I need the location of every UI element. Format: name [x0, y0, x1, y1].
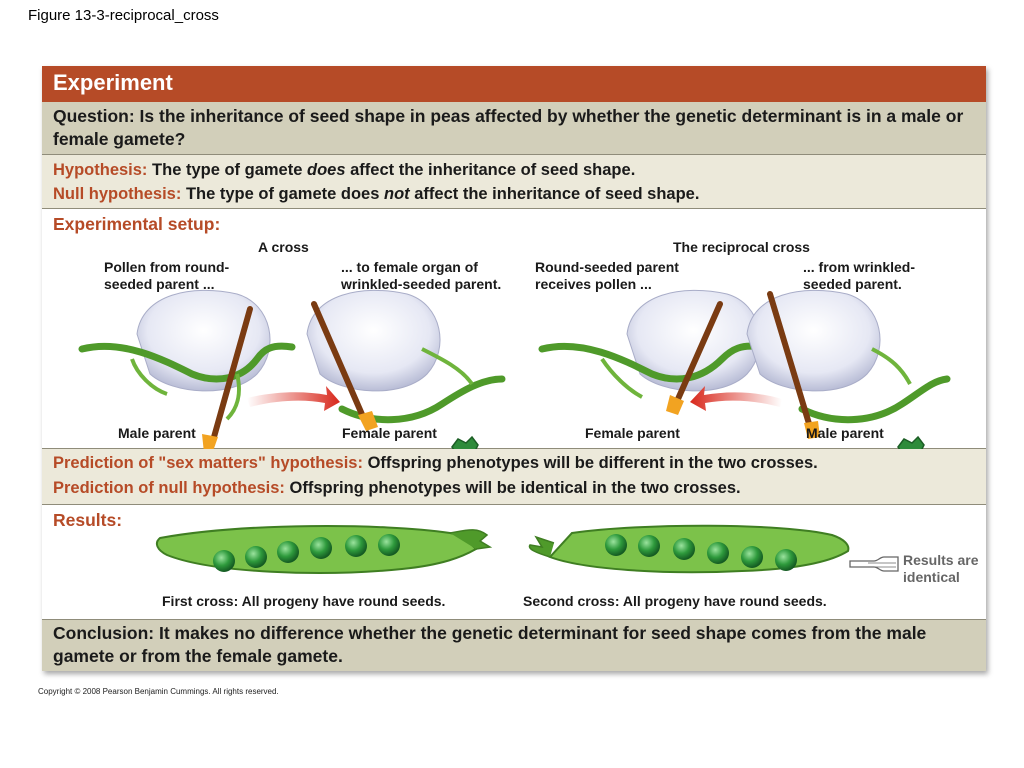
flower-3 [538, 289, 764, 399]
null-hypothesis-label: Null hypothesis: [53, 185, 182, 203]
copyright-notice: Copyright © 2008 Pearson Benjamin Cummin… [38, 687, 279, 696]
arrow-left-2 [690, 386, 782, 411]
cross-a-pollen-line1: Pollen from round- [104, 259, 230, 275]
cross-b-from-line1: ... from wrinkled- [803, 259, 916, 275]
figure-title: Figure 13-3-reciprocal_cross [28, 7, 219, 24]
hypothesis-emphasis: does [307, 161, 346, 179]
pod-1-seed [277, 541, 299, 563]
prediction-sex-text: Offspring phenotypes will be different i… [367, 454, 818, 472]
setup-illustration [78, 289, 951, 449]
results-illustration [155, 524, 899, 574]
question-label: Question: [53, 106, 135, 126]
prediction-null-label: Prediction of null hypothesis: [53, 479, 285, 497]
hypothesis-section: Hypothesis: The type of gamete does affe… [42, 155, 986, 209]
cross-a-pollen-label: Pollen from round- seeded parent ... [104, 259, 229, 293]
pointing-hand-icon [849, 556, 899, 572]
cross-a-female-line1: ... to female organ of [341, 259, 478, 275]
arrow-right-1 [247, 386, 340, 411]
cross-b-from-line2: seeded parent. [803, 276, 902, 292]
pea-pod-2 [528, 524, 850, 574]
cross-b-receive-label: Round-seeded parent receives pollen ... [535, 259, 679, 293]
setup-title: Experimental setup: [53, 214, 221, 234]
results-note-line2: identical [903, 569, 960, 585]
prediction-sex-label: Prediction of "sex matters" hypothesis: [53, 454, 363, 472]
pod-1-seed [378, 534, 400, 556]
cross-a-male-parent-label: Male parent [118, 425, 196, 441]
pod-1-seed [213, 550, 235, 572]
question-text: Is the inheritance of seed shape in peas… [53, 106, 964, 149]
brush-3 [666, 301, 723, 415]
pod-2-seed [638, 535, 660, 557]
prediction-null-line: Prediction of null hypothesis: Offspring… [53, 476, 975, 501]
prediction-sex-line: Prediction of "sex matters" hypothesis: … [53, 451, 975, 476]
experiment-header: Experiment [42, 66, 986, 102]
pod-2-seed [673, 538, 695, 560]
conclusion-label: Conclusion: [53, 623, 155, 643]
cross-a-female-label: ... to female organ of wrinkled-seeded p… [341, 259, 501, 293]
cross-a-female-parent-label: Female parent [342, 425, 437, 441]
cross-b-title: The reciprocal cross [673, 239, 810, 255]
cross-b-female-parent-label: Female parent [585, 425, 680, 441]
prediction-null-text: Offspring phenotypes will be identical i… [289, 479, 741, 497]
hypothesis-label: Hypothesis: [53, 161, 148, 179]
pod-1-seed [345, 535, 367, 557]
cross-b-male-parent-label: Male parent [806, 425, 884, 441]
cross-a-female-line2: wrinkled-seeded parent. [341, 276, 502, 292]
results-title: Results: [53, 510, 123, 530]
null-hypothesis-emphasis: not [384, 185, 410, 203]
wrinkled-pea-2-icon [897, 435, 925, 449]
experiment-panel: Experiment Question: Is the inheritance … [42, 66, 986, 671]
hypothesis-line: Hypothesis: The type of gamete does affe… [53, 158, 975, 182]
brush-4 [767, 291, 820, 439]
pod-1-seed [245, 546, 267, 568]
pod-2-seed [741, 546, 763, 568]
flower-4 [746, 289, 951, 424]
predictions-section: Prediction of "sex matters" hypothesis: … [42, 449, 986, 505]
pea-pod-1 [155, 525, 493, 574]
null-hypothesis-text-after: affect the inheritance of seed shape. [414, 185, 700, 203]
pod-2-seed [605, 534, 627, 556]
results-identical-note: Results are identical [903, 552, 978, 586]
question-section: Question: Is the inheritance of seed sha… [42, 102, 986, 155]
cross-b-receive-line2: receives pollen ... [535, 276, 652, 292]
hypothesis-text-after: affect the inheritance of seed shape. [350, 161, 636, 179]
pod-1-seed [310, 537, 332, 559]
conclusion-text: It makes no difference whether the genet… [53, 623, 927, 666]
results-section: Results: First cross: All progeny have r… [42, 505, 986, 620]
cross-b-receive-line1: Round-seeded parent [535, 259, 679, 275]
null-hypothesis-text-before: The type of gamete does [185, 185, 380, 203]
wrinkled-pea-1-icon [451, 435, 479, 449]
cross-a-pollen-line2: seeded parent ... [104, 276, 215, 292]
second-cross-caption: Second cross: All progeny have round see… [523, 593, 827, 609]
null-hypothesis-line: Null hypothesis: The type of gamete does… [53, 182, 975, 206]
brush-1 [202, 306, 253, 449]
results-note-line1: Results are [903, 552, 979, 568]
conclusion-section: Conclusion: It makes no difference wheth… [42, 620, 986, 671]
pod-2-seed [707, 542, 729, 564]
hypothesis-text-before: The type of gamete [152, 161, 303, 179]
brush-2 [311, 301, 378, 431]
pod-2-seed [775, 549, 797, 571]
cross-b-from-label: ... from wrinkled- seeded parent. [803, 259, 915, 293]
first-cross-caption: First cross: All progeny have round seed… [162, 593, 446, 609]
cross-a-title: A cross [258, 239, 309, 255]
experimental-setup-section: Experimental setup: A cross Pollen from … [42, 209, 986, 449]
